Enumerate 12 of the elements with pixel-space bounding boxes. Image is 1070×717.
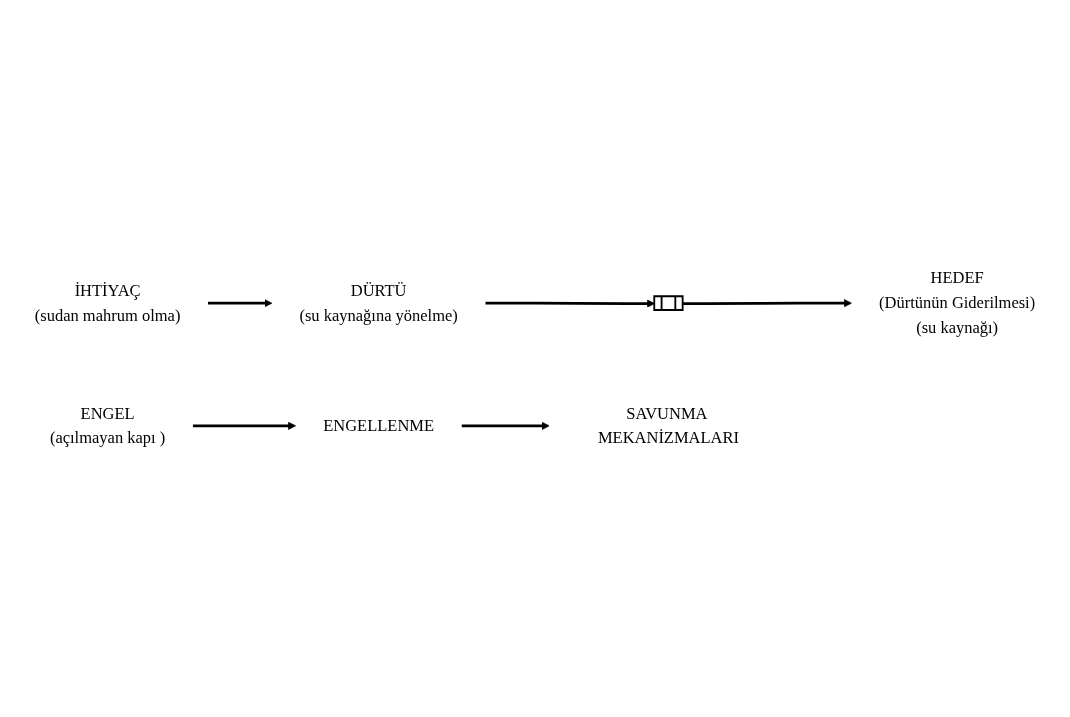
node-text: HEDEF (Dürtünün Giderilmesi) (su kaynağı) xyxy=(879,268,1036,337)
arrow xyxy=(485,299,656,308)
arrow xyxy=(461,422,550,431)
node-text: İHTİYAÇ (sudan mahrum olma) xyxy=(34,281,181,325)
node-text: ENGEL (açılmayan kapı ) xyxy=(49,404,166,448)
node-text: ENGELLENME xyxy=(323,416,435,435)
arrow xyxy=(207,299,273,308)
arrow xyxy=(683,299,852,308)
node-text: DÜRTÜ (su kaynağına yönelme) xyxy=(299,281,458,325)
node-bar xyxy=(653,295,684,312)
node-text: SAVUNMA MEKANİZMALARI xyxy=(597,404,739,448)
arrow xyxy=(192,422,297,431)
